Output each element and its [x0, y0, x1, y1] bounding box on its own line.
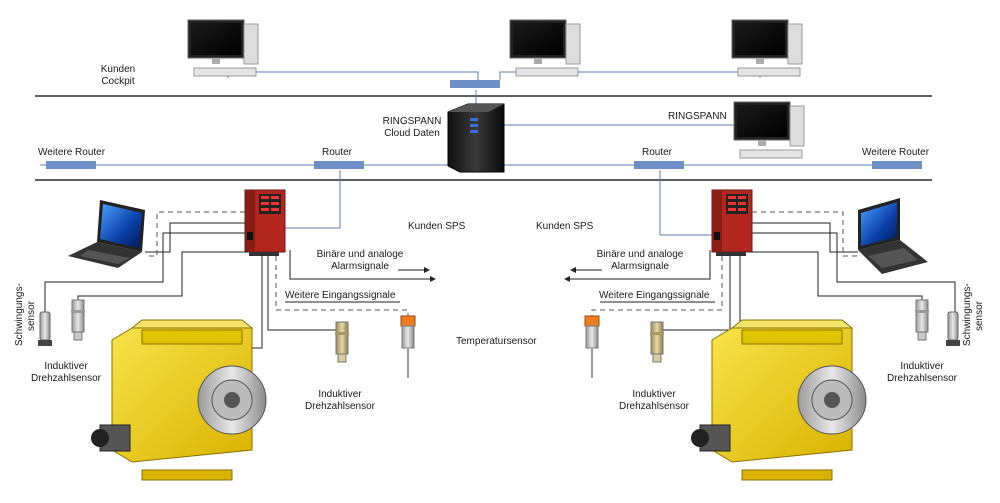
cloud-label-line-1: RINGSPANN	[382, 116, 442, 127]
alarm-left-line-2: Alarmsignale	[331, 261, 389, 272]
cloud-data-label: RINGSPANN Cloud Daten	[372, 116, 452, 140]
inductive-sensor-icon	[650, 321, 664, 363]
gearbox-icon	[691, 319, 867, 481]
desktop-computer-icon	[731, 19, 803, 77]
ringspann-pc-label: RINGSPANN	[668, 111, 727, 122]
cloud-server-icon	[447, 103, 505, 173]
inductive-sensor-far-right-label: Induktiver Drehzahlsensor	[882, 361, 962, 385]
router-cockpit	[450, 80, 500, 88]
inductive-mid-left-line-2: Drehzahlsensor	[304, 401, 376, 412]
inductive-sensor-mid-left-label: Induktiver Drehzahlsensor	[300, 389, 380, 413]
desktop-computer-icon	[733, 101, 805, 159]
arrow-right-icon	[424, 267, 430, 273]
inductive-far-right-line-2: Drehzahlsensor	[886, 373, 958, 384]
alarm-signals-right-label: Binäre und analoge Alarmsignale	[585, 249, 695, 273]
inputs-right-label: Weitere Eingangssignale	[599, 290, 710, 301]
monitoring-unit-icon	[711, 189, 753, 256]
inductive-sensor-icon	[335, 321, 349, 363]
gearbox-icon	[91, 319, 267, 481]
customer-cockpit-line-2: Cockpit	[101, 76, 135, 87]
customer-cockpit-line-1: Kunden	[100, 64, 136, 75]
inductive-far-left-line-1: Induktiver	[44, 361, 88, 372]
right-wiring	[570, 222, 956, 349]
vibration-left-line-1: Schwingungs-	[14, 283, 25, 346]
arrow-right-icon	[430, 276, 436, 282]
laptop-icon	[858, 198, 928, 274]
plc-left-label: Kunden SPS	[408, 221, 466, 232]
vibration-sensor-icon	[946, 311, 960, 346]
vibration-sensor-right-label: Schwingungs- sensor	[962, 283, 986, 346]
router-right-label: Router	[642, 147, 673, 158]
inductive-far-left-line-2: Drehzahlsensor	[30, 373, 102, 384]
more-routers-left-label: Weitere Router	[38, 147, 106, 158]
inductive-sensor-mid-right-label: Induktiver Drehzahlsensor	[614, 389, 694, 413]
inductive-sensor-icon	[915, 299, 929, 341]
router-right	[634, 161, 684, 169]
router-far-left	[46, 161, 96, 169]
router-far-right	[872, 161, 922, 169]
inductive-mid-left-line-1: Induktiver	[318, 389, 362, 400]
more-routers-right-label: Weitere Router	[862, 147, 930, 158]
router-left-label: Router	[322, 147, 353, 158]
alarm-right-line-1: Binäre und analoge	[596, 249, 684, 260]
alarm-signals-left-label: Binäre und analoge Alarmsignale	[305, 249, 415, 273]
inductive-sensor-icon	[71, 299, 85, 341]
laptop-icon	[68, 200, 145, 268]
alarm-right-line-2: Alarmsignale	[611, 261, 669, 272]
inputs-left-label: Weitere Eingangssignale	[285, 290, 396, 301]
arrow-left-icon	[564, 276, 570, 282]
temperature-sensor-label: Temperatursensor	[456, 336, 537, 347]
temperature-sensor-icon	[584, 315, 600, 378]
vibration-right-line-1: Schwingungs-	[962, 283, 973, 346]
monitoring-unit-icon	[244, 189, 286, 256]
alarm-left-line-1: Binäre und analoge	[316, 249, 404, 260]
right-dashed-wiring	[591, 211, 858, 318]
plc-right-label: Kunden SPS	[536, 221, 594, 232]
arrow-left-icon	[570, 267, 576, 273]
desktop-computer-icon	[187, 19, 259, 77]
inductive-sensor-far-left-label: Induktiver Drehzahlsensor	[26, 361, 106, 385]
inductive-far-right-line-1: Induktiver	[900, 361, 944, 372]
temperature-sensor-icon	[400, 315, 416, 378]
vibration-right-line-2: sensor	[974, 301, 985, 332]
vibration-sensor-icon	[38, 311, 52, 346]
inductive-mid-right-line-2: Drehzahlsensor	[618, 401, 690, 412]
router-left	[314, 161, 364, 169]
cloud-label-line-2: Cloud Daten	[384, 128, 440, 139]
vibration-left-line-2: sensor	[26, 301, 37, 332]
desktop-computer-icon	[509, 19, 581, 77]
left-dashed-wiring	[145, 211, 409, 318]
customer-cockpit-label: Kunden Cockpit	[88, 64, 148, 88]
inductive-mid-right-line-1: Induktiver	[632, 389, 676, 400]
vibration-sensor-left-label: Schwingungs- sensor	[14, 283, 38, 346]
